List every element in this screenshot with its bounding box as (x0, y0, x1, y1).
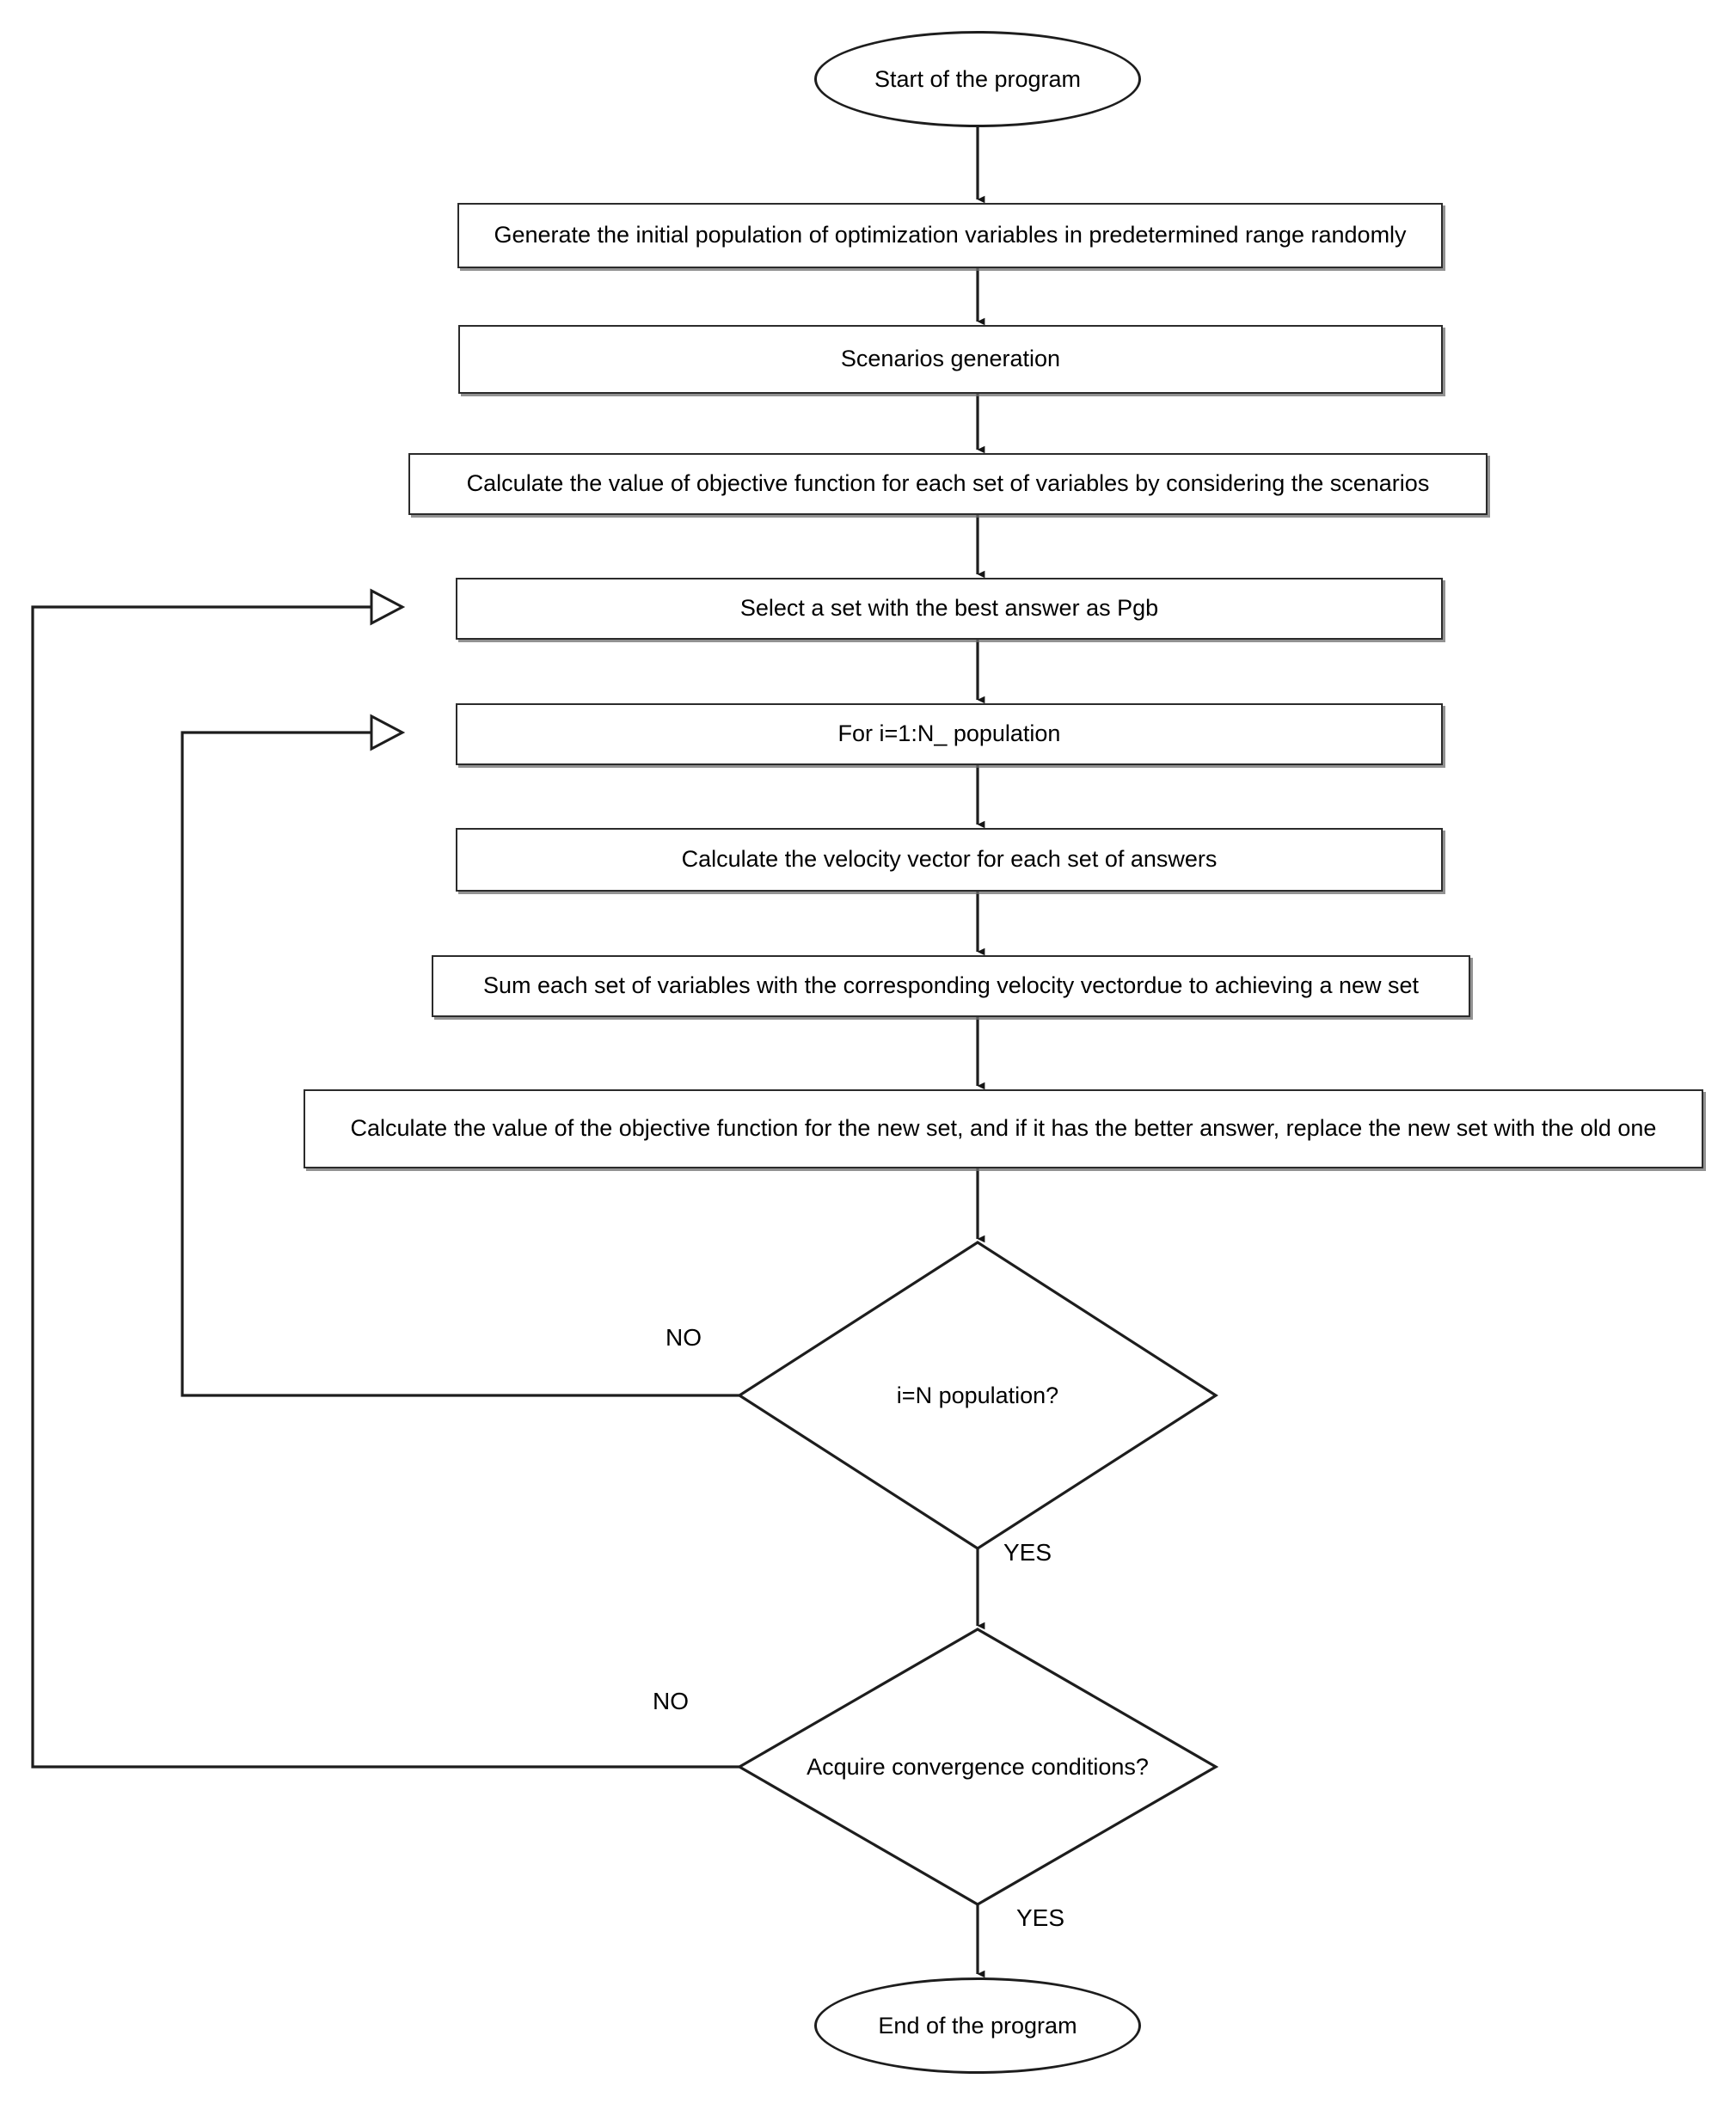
decision-population-shape (737, 1241, 1218, 1550)
node-decision-convergence[interactable]: Acquire convergence conditions? (774, 1741, 1181, 1793)
node-select-best-pgb[interactable]: Select a set with the best answer as Pgb (456, 578, 1443, 640)
edge-label-yes-convergence: YES (1013, 1904, 1069, 1932)
node-scenarios-generation-label: Scenarios generation (840, 346, 1061, 372)
node-decision-population-label: i=N population? (896, 1382, 1059, 1408)
node-end-label: End of the program (878, 2012, 1077, 2039)
node-sum-sets-with-velocity-label: Sum each set of variables with the corre… (482, 972, 1420, 999)
node-generate-population[interactable]: Generate the initial population of optim… (457, 203, 1443, 268)
node-scenarios-generation[interactable]: Scenarios generation (458, 325, 1443, 394)
node-end[interactable]: End of the program (814, 1977, 1141, 2074)
edge-decision2-no-feedback (31, 588, 739, 1769)
node-calculate-new-set-label: Calculate the value of the objective fun… (350, 1115, 1657, 1142)
edge-label-no-convergence-text: NO (653, 1688, 689, 1714)
edge-label-no-population: NO (662, 1324, 705, 1352)
node-sum-sets-with-velocity[interactable]: Sum each set of variables with the corre… (432, 955, 1470, 1017)
node-for-loop-label: For i=1:N_ population (837, 720, 1061, 747)
edge-label-yes-population-text: YES (1003, 1539, 1052, 1566)
node-decision-convergence-label: Acquire convergence conditions? (807, 1753, 1149, 1780)
node-calculate-objective-function-label: Calculate the value of objective functio… (466, 470, 1430, 497)
edge-label-yes-population: YES (1000, 1539, 1056, 1567)
edge-label-no-convergence: NO (649, 1688, 692, 1715)
edge-label-yes-convergence-text: YES (1016, 1904, 1065, 1931)
node-calculate-velocity-vector-label: Calculate the velocity vector for each s… (681, 846, 1218, 873)
node-calculate-new-set[interactable]: Calculate the value of the objective fun… (304, 1089, 1703, 1168)
node-calculate-velocity-vector[interactable]: Calculate the velocity vector for each s… (456, 828, 1443, 892)
node-start-label: Start of the program (874, 65, 1082, 92)
decision-convergence-shape (736, 1628, 1219, 1906)
node-start[interactable]: Start of the program (814, 31, 1141, 127)
node-calculate-objective-function[interactable]: Calculate the value of objective functio… (408, 453, 1488, 515)
node-decision-population[interactable]: i=N population? (774, 1370, 1181, 1421)
node-generate-population-label: Generate the initial population of optim… (494, 222, 1407, 248)
node-select-best-pgb-label: Select a set with the best answer as Pgb (739, 595, 1159, 622)
node-for-loop[interactable]: For i=1:N_ population (456, 703, 1443, 765)
edge-label-no-population-text: NO (666, 1324, 702, 1351)
